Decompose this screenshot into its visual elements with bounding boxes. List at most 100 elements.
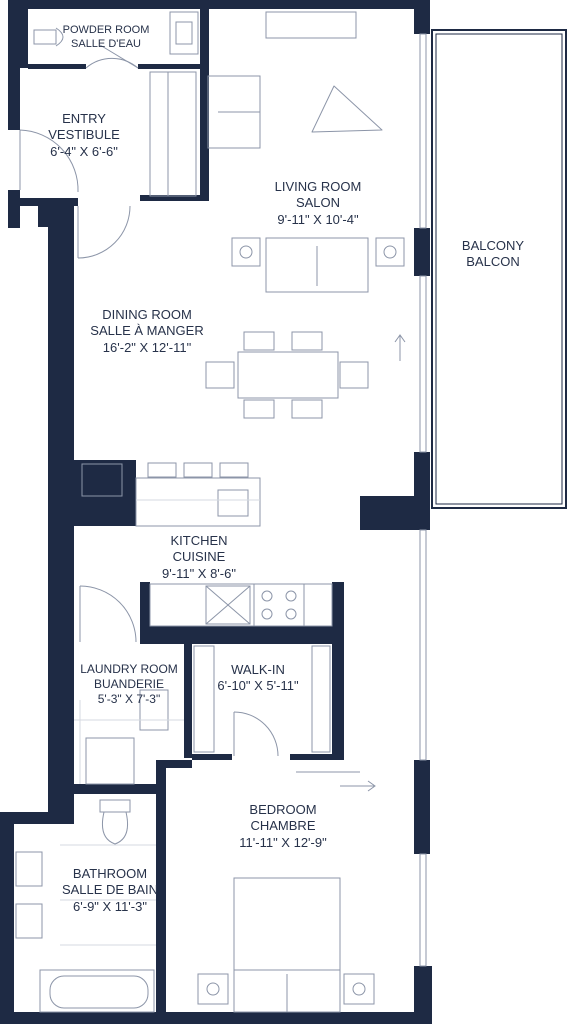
- living-room-name: LIVING ROOM: [274, 179, 362, 194]
- entry-name-fr: VESTIBULE: [48, 127, 120, 143]
- lamp-right: [383, 245, 397, 259]
- wall-right-mid: [414, 228, 430, 276]
- wall-walkin-right: [332, 582, 344, 760]
- wall-entry-bottom: [20, 198, 78, 206]
- laundry-shelf: [139, 689, 169, 731]
- windows: [419, 33, 427, 967]
- wall-kitchen-right-block: [360, 496, 430, 530]
- coffee-table: [311, 85, 383, 133]
- window-living: [419, 33, 427, 229]
- wall-walkin-bottom-right: [290, 754, 344, 760]
- bedroom-name: BEDROOM: [249, 802, 317, 817]
- wall-entry-closet: [140, 195, 209, 201]
- wall-laundry-walkin: [184, 640, 192, 758]
- wall-entry-left: [8, 190, 20, 228]
- dishwasher-x2: [205, 585, 251, 625]
- stove: [253, 583, 305, 627]
- fridge-left: [81, 463, 123, 497]
- wall-bottom: [0, 1012, 432, 1024]
- bedroom-label: BEDROOM CHAMBRE 11'-11" X 12'-9": [239, 802, 326, 851]
- wall-right-lower: [414, 760, 430, 854]
- bathtub-inner: [49, 975, 149, 1009]
- balcony-inner: [435, 33, 563, 505]
- powder-sink: [169, 11, 199, 55]
- bedroom-name-fr: CHAMBRE: [250, 818, 316, 834]
- kitchen-name-fr: CUISINE: [172, 549, 226, 565]
- powder-room-label: POWDER ROOM SALLE D'EAU: [63, 24, 150, 52]
- sliding-door-arrow: [394, 334, 406, 361]
- walls: [0, 0, 432, 1024]
- balcony-label: BALCONY BALCON: [462, 238, 524, 271]
- powder-door-leaf: [99, 44, 139, 69]
- lamp-left: [239, 245, 253, 259]
- wall-bath-right: [156, 760, 166, 1012]
- balcony: [431, 29, 567, 509]
- wall-powder-left: [20, 0, 28, 68]
- walk-in-size: 6'-10" X 5'-11": [217, 678, 299, 694]
- stool-2: [183, 462, 213, 478]
- entry-door-swing: [19, 129, 79, 193]
- burner-1: [261, 590, 273, 602]
- nightstand-left: [197, 973, 229, 1005]
- chair-left: [205, 361, 235, 389]
- dining-room-size: 16'-2" X 12'-11": [102, 339, 192, 355]
- vanity-sink-2: [15, 903, 43, 939]
- bathroom-label: BATHROOM SALLE DE BAIN 6'-9" X 11'-3": [62, 866, 158, 915]
- chair-top-1: [243, 331, 275, 351]
- wall-kitchen-lower: [140, 582, 150, 642]
- chair-bottom-2: [291, 399, 323, 419]
- laundry-room-name-fr: BUANDERIE: [93, 677, 165, 691]
- dining-door-swing: [77, 205, 131, 259]
- chair-bottom-1: [243, 399, 275, 419]
- burner-4: [285, 608, 297, 620]
- walkin-door-swing: [233, 711, 279, 757]
- washer: [85, 737, 135, 785]
- wall-walkin-bottom-left: [192, 754, 232, 760]
- walkin-closet-right: [311, 645, 331, 753]
- chair-top-2: [291, 331, 323, 351]
- wall-left-thick: [48, 220, 74, 812]
- entry-size: 6'-4" X 6'-6": [50, 143, 118, 159]
- vanity-sink-1: [15, 851, 43, 887]
- toilet-bowl: [101, 811, 129, 845]
- wall-kitchen-lower-horizontal: [140, 626, 344, 644]
- wall-powder-bottom-right: [138, 64, 204, 69]
- laundry-room-name: LAUNDRY ROOM: [80, 662, 178, 676]
- kitchen-sink: [217, 489, 249, 517]
- walk-in-label: WALK-IN 6'-10" X 5'-11": [217, 662, 298, 695]
- wall-right-top: [414, 0, 430, 34]
- nightstand-lamp-right: [352, 982, 366, 996]
- wall-powder-living: [200, 0, 209, 200]
- bedroom-arrow: [340, 780, 376, 792]
- powder-room-name: POWDER ROOM: [62, 24, 150, 36]
- bathtub: [39, 969, 155, 1013]
- dining-table: [237, 351, 339, 399]
- chair-right: [339, 361, 369, 389]
- wall-top: [8, 0, 430, 9]
- nightstand-lamp-left: [206, 982, 220, 996]
- balcony-name: BALCONY: [461, 238, 525, 253]
- powder-room-name-fr: SALLE D'EAU: [71, 37, 141, 50]
- dining-room-name-fr: SALLE À MANGER: [90, 323, 204, 339]
- wall-bath-divider: [156, 760, 192, 768]
- floor-tiles: [60, 499, 260, 946]
- toilet-tank: [99, 799, 131, 813]
- laundry-door-swing: [79, 585, 137, 643]
- fixtures: [15, 11, 406, 1013]
- wall-right-bottom: [414, 966, 432, 1024]
- kitchen-name: KITCHEN: [170, 533, 228, 548]
- bedroom-size: 11'-11" X 12'-9": [239, 834, 327, 850]
- laundry-room-label: LAUNDRY ROOM BUANDERIE 5'-3" X 7'-3": [80, 662, 178, 707]
- tv-console: [265, 11, 357, 39]
- side-table-right: [375, 237, 405, 267]
- stool-1: [147, 462, 177, 478]
- wall-left-top: [8, 0, 20, 130]
- living-room-label: LIVING ROOM SALON 9'-11" X 10'-4": [275, 179, 362, 228]
- living-room-size: 9'-11" X 10'-4": [277, 211, 359, 227]
- entry-label: ENTRY VESTIBULE 6'-4" X 6'-6": [48, 111, 120, 160]
- living-room-name-fr: SALON: [295, 195, 341, 211]
- entry-name: ENTRY: [62, 111, 106, 126]
- stool-3: [219, 462, 249, 478]
- laundry-room-size: 5'-3" X 7'-3": [97, 692, 161, 706]
